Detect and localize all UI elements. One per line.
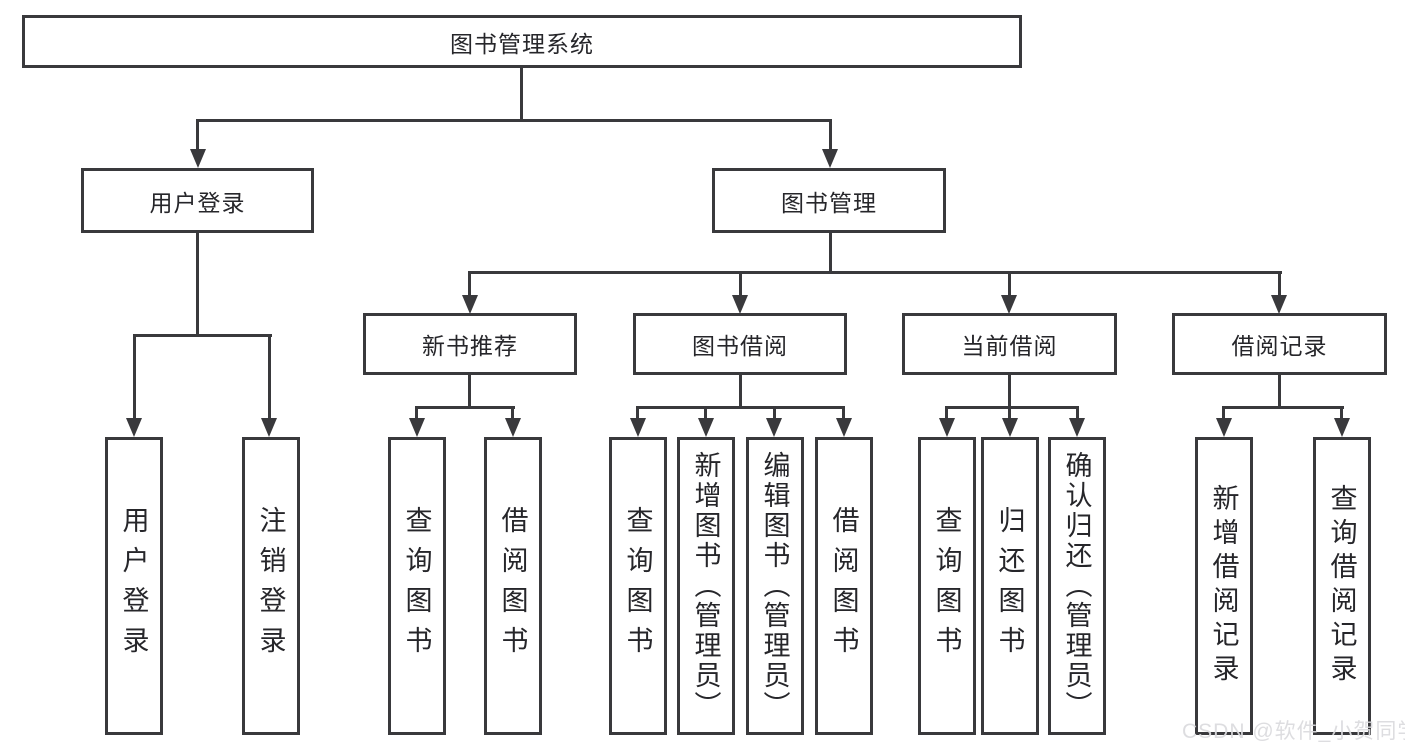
arrowhead-icon bbox=[939, 418, 955, 437]
leaf-label: 查询图书 bbox=[401, 506, 432, 666]
leaf-query-books-current: 查询图书 bbox=[918, 437, 976, 735]
connector-line bbox=[636, 406, 639, 420]
leaf-label: 查询图书 bbox=[622, 506, 653, 666]
leaf-query-books-borrow: 查询图书 bbox=[609, 437, 667, 735]
connector-line bbox=[1340, 406, 1343, 420]
arrowhead-icon bbox=[732, 295, 748, 314]
node-current-borrow: 当前借阅 bbox=[902, 313, 1117, 375]
leaf-logout: 注销登录 bbox=[242, 437, 300, 735]
leaf-confirm-return-admin: 确认归还（管理员） bbox=[1048, 437, 1106, 735]
leaf-label: 注销登录 bbox=[255, 506, 286, 666]
leaf-add-borrow-record: 新增借阅记录 bbox=[1195, 437, 1253, 735]
node-book-borrow: 图书借阅 bbox=[633, 313, 847, 375]
leaf-label: 查询图书 bbox=[931, 506, 962, 666]
leaf-add-book-admin: 新增图书（管理员） bbox=[677, 437, 735, 735]
connector-line bbox=[739, 374, 742, 408]
leaf-label: 编辑图书（管理员） bbox=[759, 451, 790, 721]
node-book-management: 图书管理 bbox=[712, 168, 946, 233]
arrowhead-icon bbox=[630, 418, 646, 437]
leaf-label: 新增图书（管理员） bbox=[690, 451, 721, 721]
connector-line bbox=[468, 271, 471, 299]
leaf-label: 归还图书 bbox=[994, 506, 1025, 666]
arrowhead-icon bbox=[1334, 418, 1350, 437]
connector-line bbox=[1008, 406, 1011, 420]
node-borrow-records: 借阅记录 bbox=[1172, 313, 1387, 375]
arrowhead-icon bbox=[462, 295, 478, 314]
watermark: CSDN @软件_小贺同学 bbox=[1182, 720, 1405, 743]
arrowhead-icon bbox=[1271, 295, 1287, 314]
connector-line bbox=[1076, 406, 1079, 420]
connector-line bbox=[133, 334, 136, 420]
connector-line bbox=[739, 271, 742, 299]
connector-line bbox=[415, 406, 515, 409]
connector-line bbox=[133, 334, 272, 337]
connector-line bbox=[704, 406, 707, 420]
node-user-login-group: 用户登录 bbox=[81, 168, 314, 233]
arrowhead-icon bbox=[505, 418, 521, 437]
connector-line bbox=[415, 406, 418, 420]
connector-line bbox=[520, 68, 523, 121]
connector-line bbox=[1278, 271, 1281, 299]
node-root-system: 图书管理系统 bbox=[22, 15, 1022, 68]
leaf-label: 查询借阅记录 bbox=[1326, 484, 1357, 688]
connector-line bbox=[1278, 374, 1281, 408]
leaf-label: 确认归还（管理员） bbox=[1061, 451, 1092, 721]
connector-line bbox=[511, 406, 514, 420]
connector-line bbox=[268, 334, 271, 420]
connector-line bbox=[196, 119, 199, 152]
connector-line bbox=[1008, 374, 1011, 408]
connector-line bbox=[945, 406, 948, 420]
leaf-query-borrow-record: 查询借阅记录 bbox=[1313, 437, 1371, 735]
leaf-borrow-books: 借阅图书 bbox=[815, 437, 873, 735]
leaf-label: 借阅图书 bbox=[828, 506, 859, 666]
arrowhead-icon bbox=[698, 418, 714, 437]
connector-line bbox=[1222, 406, 1344, 409]
leaf-edit-book-admin: 编辑图书（管理员） bbox=[746, 437, 804, 735]
leaf-borrow-books-recommend: 借阅图书 bbox=[484, 437, 542, 735]
leaf-label: 借阅图书 bbox=[497, 506, 528, 666]
leaf-return-books: 归还图书 bbox=[981, 437, 1039, 735]
arrowhead-icon bbox=[766, 418, 782, 437]
arrowhead-icon bbox=[836, 418, 852, 437]
connector-line bbox=[945, 406, 1079, 409]
arrowhead-icon bbox=[1216, 418, 1232, 437]
leaf-query-books-recommend: 查询图书 bbox=[388, 437, 446, 735]
arrowhead-icon bbox=[1069, 418, 1085, 437]
arrowhead-icon bbox=[126, 418, 142, 437]
connector-line bbox=[468, 374, 471, 408]
connector-line bbox=[196, 233, 199, 337]
connector-line bbox=[829, 119, 832, 152]
arrowhead-icon bbox=[1001, 295, 1017, 314]
connector-line bbox=[636, 406, 845, 409]
connector-line bbox=[773, 406, 776, 420]
node-new-book-recommend: 新书推荐 bbox=[363, 313, 577, 375]
connector-line bbox=[196, 119, 832, 122]
connector-line bbox=[829, 233, 832, 273]
leaf-label: 用户登录 bbox=[118, 506, 149, 666]
leaf-user-login: 用户登录 bbox=[105, 437, 163, 735]
arrowhead-icon bbox=[1002, 418, 1018, 437]
connector-line bbox=[1008, 271, 1011, 299]
arrowhead-icon bbox=[409, 418, 425, 437]
arrowhead-icon bbox=[261, 418, 277, 437]
leaf-label: 新增借阅记录 bbox=[1208, 484, 1239, 688]
connector-line bbox=[842, 406, 845, 420]
arrowhead-icon bbox=[190, 149, 206, 168]
connector-line bbox=[469, 271, 1282, 274]
arrowhead-icon bbox=[822, 149, 838, 168]
connector-line bbox=[1222, 406, 1225, 420]
